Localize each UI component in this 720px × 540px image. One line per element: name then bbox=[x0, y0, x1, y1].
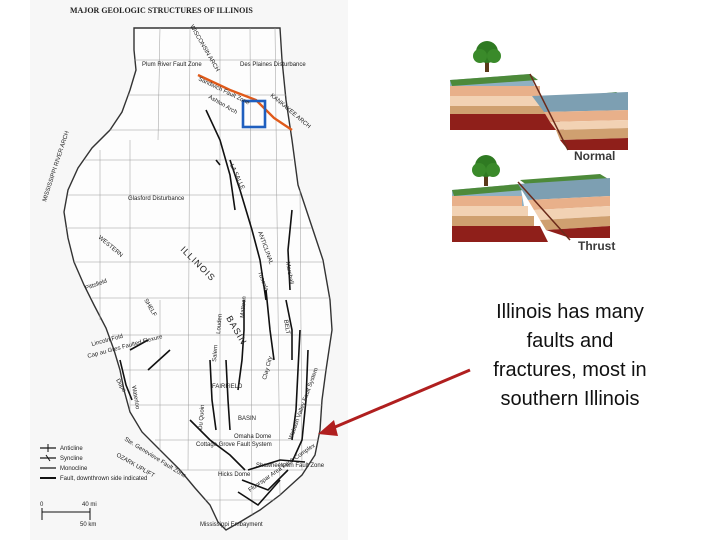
caption-line-1: Illinois has many bbox=[496, 301, 644, 323]
label-shawneetown: Shawneetown Fault Zone bbox=[256, 463, 325, 469]
label-hicks-dome: Hicks Dome bbox=[218, 472, 251, 478]
county-lines bbox=[66, 27, 331, 525]
label-cottage-grove: Cottage Grove Fault System bbox=[196, 442, 272, 448]
label-glasford: Glasford Disturbance bbox=[128, 196, 185, 202]
caption-line-3: fractures, most in bbox=[493, 359, 647, 381]
thrust-fault-diagram: Thrust bbox=[452, 155, 615, 253]
label-fairfield: FAIRFIELD bbox=[212, 384, 243, 390]
caption-text: Illinois has many faults and fractures, … bbox=[470, 298, 670, 414]
legend-fault: Fault, downthrown side indicated bbox=[60, 476, 147, 482]
normal-label: Normal bbox=[574, 149, 615, 163]
label-mississippi-embayment: Mississippi Embayment bbox=[200, 522, 263, 528]
caption-line-2: faults and bbox=[526, 330, 614, 352]
scale-zero: 0 bbox=[40, 502, 44, 508]
label-waterloo: Waterloo bbox=[130, 385, 140, 410]
label-belt: BELT bbox=[282, 319, 290, 335]
label-mississippi-arch: MISSISSIPPI RIVER ARCH bbox=[42, 130, 71, 202]
label-plum-river: Plum River Fault Zone bbox=[142, 62, 202, 68]
label-basin-2: BASIN bbox=[238, 416, 256, 422]
normal-fault-diagram: Normal bbox=[450, 41, 628, 163]
label-des-plaines: Des Plaines Disturbance bbox=[240, 62, 306, 68]
label-salem: Salem bbox=[212, 345, 219, 362]
illinois-geology-map: MAJOR GEOLOGIC STRUCTURES OF ILLINOIS bbox=[40, 6, 333, 531]
legend-anticline: Anticline bbox=[60, 446, 83, 452]
illinois-map-panel: MAJOR GEOLOGIC STRUCTURES OF ILLINOIS bbox=[30, 0, 348, 540]
map-title: MAJOR GEOLOGIC STRUCTURES OF ILLINOIS bbox=[70, 6, 253, 15]
label-louden: Louden bbox=[216, 314, 224, 334]
map-legend: Anticline Syncline Monocline Fault, down… bbox=[40, 444, 147, 528]
highlight-box bbox=[241, 99, 267, 129]
label-omaha-dome: Omaha Dome bbox=[234, 434, 272, 440]
illinois-outline bbox=[63, 27, 333, 531]
caption-line-4: southern Illinois bbox=[500, 388, 640, 410]
label-mattoon: Mattoon bbox=[240, 296, 248, 318]
label-du-quoin: Du Quoin bbox=[198, 404, 206, 430]
legend-monocline: Monocline bbox=[60, 466, 88, 472]
legend-syncline: Syncline bbox=[60, 456, 83, 462]
scale-km: 50 km bbox=[80, 522, 96, 528]
structure-lines bbox=[119, 109, 309, 507]
thrust-label: Thrust bbox=[578, 239, 615, 253]
label-marshall: Marshall bbox=[284, 261, 294, 284]
scale-miles: 40 mi bbox=[82, 502, 97, 508]
